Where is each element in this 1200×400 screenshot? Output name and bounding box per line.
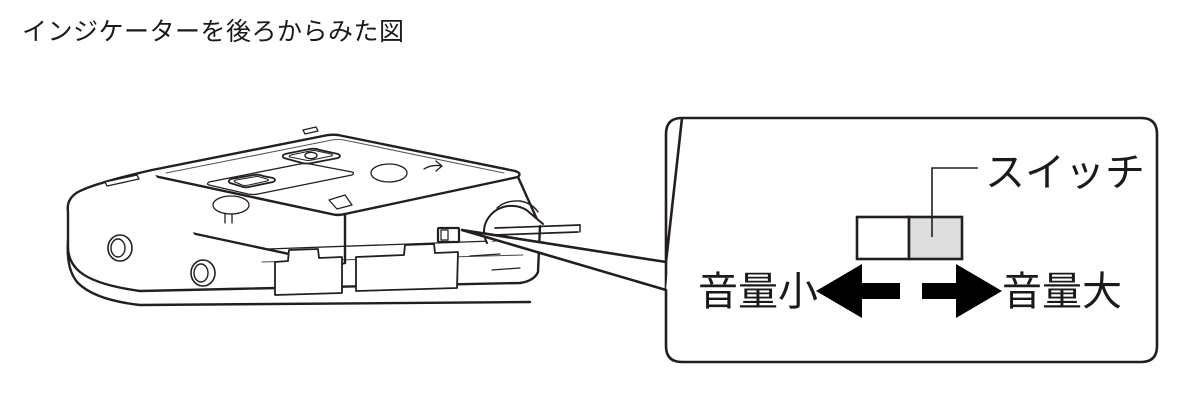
- volume-switch-on-device-knob: [440, 229, 449, 241]
- lan-port-cutouts: [274, 243, 459, 296]
- switch-leader-line: [931, 167, 978, 237]
- top-panel-slot-upper: [302, 126, 319, 135]
- volume-down-arrow: [816, 264, 900, 318]
- device-front-bottom-edge: [66, 239, 532, 307]
- top-panel-circle-left: [212, 195, 250, 215]
- callout-pointer-wedge: [460, 228, 668, 292]
- antenna-rod-lower: [493, 231, 579, 236]
- volume-up-label: 音量大: [1002, 270, 1122, 314]
- antenna-connector-base: [483, 204, 544, 244]
- rear-view-device-illustration: [66, 126, 581, 307]
- device-rear-lip: [267, 239, 521, 250]
- device-left-face: [66, 168, 232, 293]
- device-right-bottom-edge: [469, 253, 521, 271]
- switch-segment-right: [907, 215, 964, 261]
- volume-up-arrow: [922, 264, 1002, 318]
- switch-label: スイッチ: [985, 151, 1145, 195]
- antenna-rod-upper: [494, 224, 581, 229]
- switch-detail-callout: スイッチ 音量小 音量大: [664, 116, 1159, 364]
- top-panel-tick-below-circle: [224, 213, 233, 224]
- device-rear-face: [228, 175, 542, 291]
- volume-down-label: 音量小: [698, 270, 818, 314]
- device-top-inner-edge: [165, 138, 505, 174]
- side-grommets: [107, 234, 216, 287]
- page-title: インジケーターを後ろからみた図: [22, 18, 405, 46]
- switch-graphic: [855, 215, 964, 261]
- top-panel-arrow-mark: [423, 160, 443, 172]
- antenna-connector-top: [496, 200, 539, 213]
- top-panel-circle-right: [370, 163, 408, 183]
- top-panel-button-center-dot: [304, 151, 318, 160]
- top-panel-button-left-inner: [233, 175, 270, 187]
- switch-segment-left: [855, 215, 911, 261]
- top-panel-slot-center: [328, 194, 353, 210]
- top-panel-slot-left: [104, 174, 140, 187]
